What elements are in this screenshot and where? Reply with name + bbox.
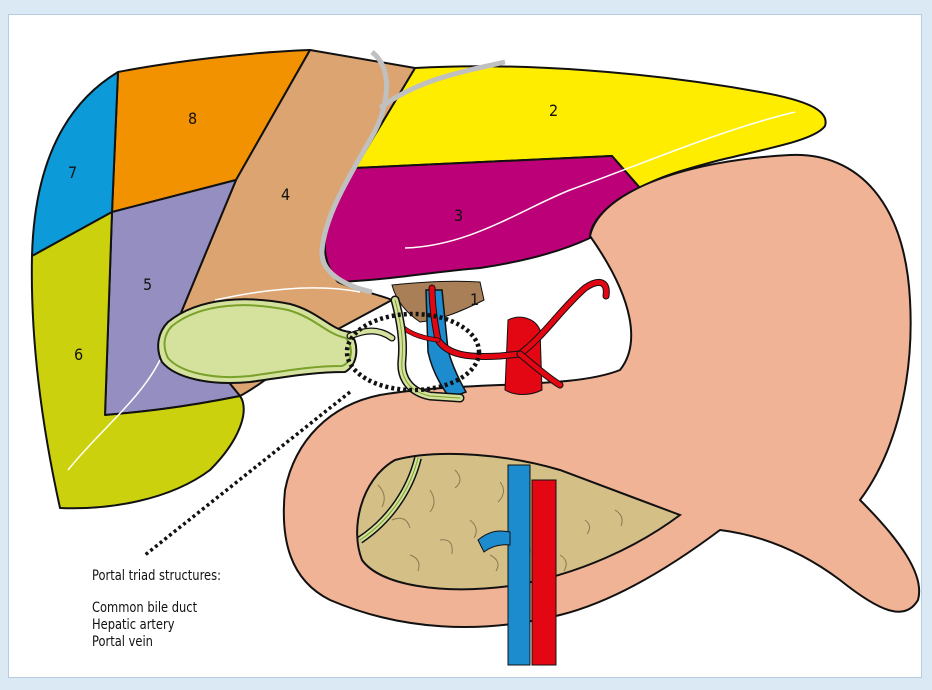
portal-triad-caption: Portal triad structures: Common bile duc…	[92, 568, 221, 651]
aorta-lower	[532, 480, 556, 665]
caption-item-portal-vein: Portal vein	[92, 634, 221, 651]
segment-label-3: 3	[454, 206, 463, 225]
segment-label-8: 8	[188, 109, 197, 128]
caption-item-hepatic-artery: Hepatic artery	[92, 617, 221, 634]
caption-title: Portal triad structures:	[92, 568, 221, 585]
segment-label-7: 7	[68, 163, 77, 182]
segment-label-1: 1	[470, 290, 479, 309]
segment-label-6: 6	[74, 345, 83, 364]
segment-label-4: 4	[281, 185, 290, 204]
segment-label-5: 5	[143, 275, 152, 294]
great-vessels	[505, 317, 556, 665]
segment-3	[325, 156, 640, 282]
segment-label-2: 2	[549, 101, 558, 120]
inferior-vena-cava	[508, 465, 530, 665]
caption-item-bile-duct: Common bile duct	[92, 600, 221, 617]
